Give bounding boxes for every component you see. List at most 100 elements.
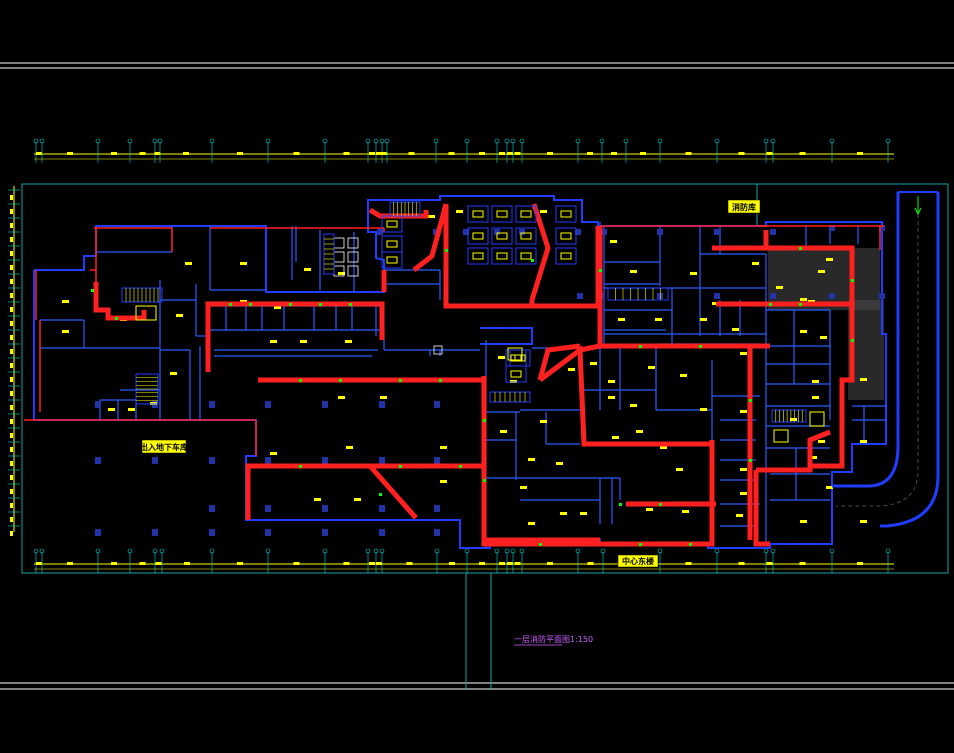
wc-fixture [333,251,345,263]
vent-mark [659,503,662,506]
dim-left-text [10,321,13,326]
dim-bottom-bubble [33,548,39,554]
dim-bottom-bubble [600,548,606,554]
lift-box [555,205,577,223]
vent-marks [91,247,854,546]
note-text [810,456,817,459]
lift-car [514,354,526,362]
column [463,229,469,235]
dim-top-bubble [209,138,215,144]
dim-bottom-text [499,562,505,565]
lift-small-d [809,411,825,427]
lift-small-b [507,347,523,361]
lift-car [386,220,398,228]
core-route-17 [756,429,831,473]
lift-box [515,247,537,265]
dim-top-bubble [157,138,163,144]
note-text [732,328,739,331]
dim-left-text [10,531,13,536]
dim-top-text [139,152,146,155]
dim-bottom-bubble [127,548,133,554]
dim-top-bubble [623,138,629,144]
dim-bottom-text [479,562,485,565]
ramp-inner-curb [832,192,900,488]
dim-bottom-text [369,562,375,565]
dim-top-bubble [510,138,516,144]
note-text [612,436,619,439]
dim-left-text [10,349,13,354]
dim-left-text [10,265,13,270]
note-text [568,368,575,371]
note-text [818,440,825,443]
dim-bottom-text [184,562,190,565]
vent-mark [399,465,402,468]
note-text [740,410,747,413]
dim-top-bubble [599,138,605,144]
note-text [630,404,637,407]
lift-box [467,205,489,223]
lift-box [505,349,527,367]
dim-bottom-bubble [379,548,385,554]
core-route-11 [537,343,581,381]
lift-box [491,247,513,265]
dim-top-text [111,152,117,155]
note-text [818,270,825,273]
tag-left-text: 出入地下车库 [140,442,188,452]
vent-mark [799,303,802,306]
dim-top-text [381,152,388,155]
site-border [21,183,949,574]
dim-bottom-text [343,562,350,565]
note-text [608,380,615,383]
note-text [62,300,69,303]
dim-top-text [587,152,593,155]
core-route-7 [412,203,449,272]
dim-top-text [507,152,513,155]
note-text [346,446,353,449]
note-text [800,330,807,333]
vent-mark [539,543,542,546]
dim-top-text [67,152,73,155]
lift-car [472,232,484,240]
column [657,293,663,299]
stair-and-lift-blocks [121,201,825,443]
column [152,457,158,464]
note-text [270,340,277,343]
dim-top-text [408,152,415,155]
note-text [636,430,643,433]
wc-fixture [347,251,359,263]
dim-bottom-bubble [494,548,500,554]
site-outline [21,183,949,574]
fixture-a [433,345,443,355]
dim-left-text [10,195,13,200]
vent-mark [769,303,772,306]
note-text [500,430,507,433]
note-text [700,408,707,411]
dim-left-text [10,461,13,466]
vent-mark [749,399,752,402]
note-text [630,270,637,273]
dim-top-bubble [265,138,271,144]
dim-top-text [237,152,243,155]
tag-top-right: 消防库 [727,199,761,214]
vent-mark [851,339,854,342]
dim-top-bubble [575,138,581,144]
vent-mark [689,543,692,546]
note-text [740,468,747,471]
vent-mark [229,303,232,306]
dim-left-text [10,251,13,256]
dim-top-bubble [464,138,470,144]
dim-bottom-text [111,562,117,565]
hatch-patch-1 [768,248,880,310]
core-route-4 [368,464,418,520]
vent-mark [799,247,802,250]
dim-left-text [10,447,13,452]
note-text [580,512,587,515]
dim-top-bubble [433,138,439,144]
note-text [520,486,527,489]
column [379,401,385,408]
dim-top-bubble [33,138,39,144]
dim-left-text [10,363,13,368]
tag-bottom-text: 中心东楼 [622,556,654,566]
vent-mark [349,303,352,306]
ramp-arrow-head [914,207,922,216]
